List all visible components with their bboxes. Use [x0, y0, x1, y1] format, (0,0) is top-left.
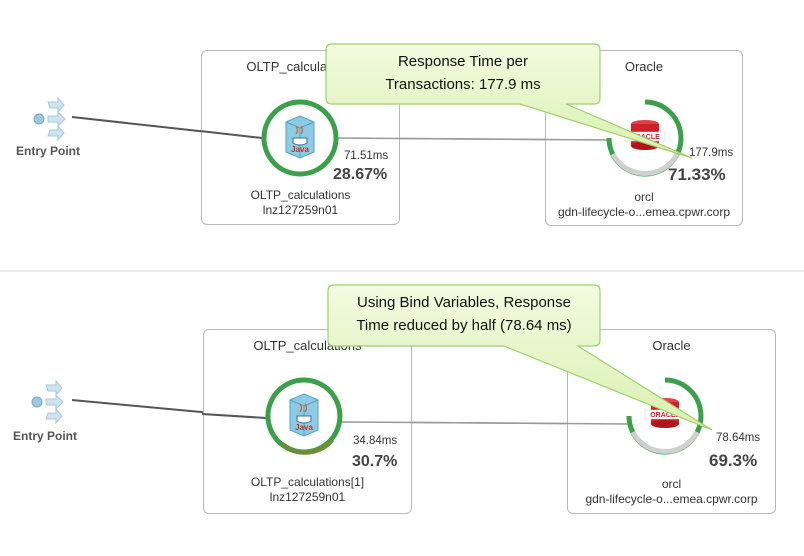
callout-line-1: Using Bind Variables, Response [356, 294, 571, 311]
db-tier-host: gdn-lifecycle-o...emea.cpwr.corp [557, 205, 731, 219]
db-tier-name: orcl [634, 190, 654, 204]
java-icon: Java [261, 99, 339, 177]
db-tier-percent: 71.33% [668, 165, 726, 184]
db-tier-percent: 69.3% [709, 451, 758, 470]
entry-point-icon [31, 379, 64, 425]
entry-point-label: Entry Point [13, 429, 78, 443]
db-tier-host: gdn-lifecycle-o...emea.cpwr.corp [585, 492, 758, 506]
java-icon: Java [265, 377, 343, 455]
svg-text:Java: Java [291, 145, 309, 154]
callout-text: Using Bind Variables, Response Time redu… [328, 291, 600, 337]
bottom-connectors-overlay [201, 413, 629, 425]
callout-line-1: Response Time per [397, 53, 529, 70]
callout-text: Response Time per Transactions: 177.9 ms [326, 50, 600, 96]
app-tier-percent: 30.7% [352, 453, 398, 470]
app-tier-time: 71.51ms [344, 150, 389, 162]
entry-point-node[interactable] [28, 96, 74, 142]
entry-point-icon [33, 96, 66, 142]
callout-line-2: Time reduced by half (78.64 ms) [356, 317, 572, 334]
app-tier-percent: 28.67% [333, 166, 388, 183]
callout-balloon [327, 284, 713, 431]
entry-point-label: Entry Point [16, 144, 81, 158]
app-tier-name: OLTP_calculations [250, 188, 351, 202]
db-tier-title: Oracle [624, 59, 664, 74]
top-connectors-overlay [199, 130, 611, 141]
app-tier-host: lnz127259n01 [262, 203, 339, 217]
java-node[interactable]: Java [262, 374, 346, 458]
entry-point-node[interactable] [26, 379, 72, 425]
db-tier-name: orcl [661, 477, 682, 491]
db-tier-time: 177.9ms [689, 147, 734, 159]
db-tier-title: Oracle [652, 338, 691, 353]
svg-text:ORACLE: ORACLE [650, 412, 680, 419]
svg-text:Java: Java [295, 423, 313, 432]
callout-line-2: Transactions: 177.9 ms [385, 76, 541, 93]
app-tier-name: OLTP_calculations[1] [250, 475, 365, 489]
db-tier-time: 78.64ms [716, 432, 761, 444]
java-node[interactable]: Java [258, 96, 342, 180]
app-tier-time: 34.84ms [353, 435, 398, 447]
bottom-panel: Entry Point OLTP_calculations Oracle Jav… [0, 270, 804, 554]
top-panel: Entry Point OLTP_calculations Oracle Jav… [0, 0, 804, 270]
callout-balloon [325, 43, 693, 159]
app-tier-host: lnz127259n01 [269, 490, 346, 504]
